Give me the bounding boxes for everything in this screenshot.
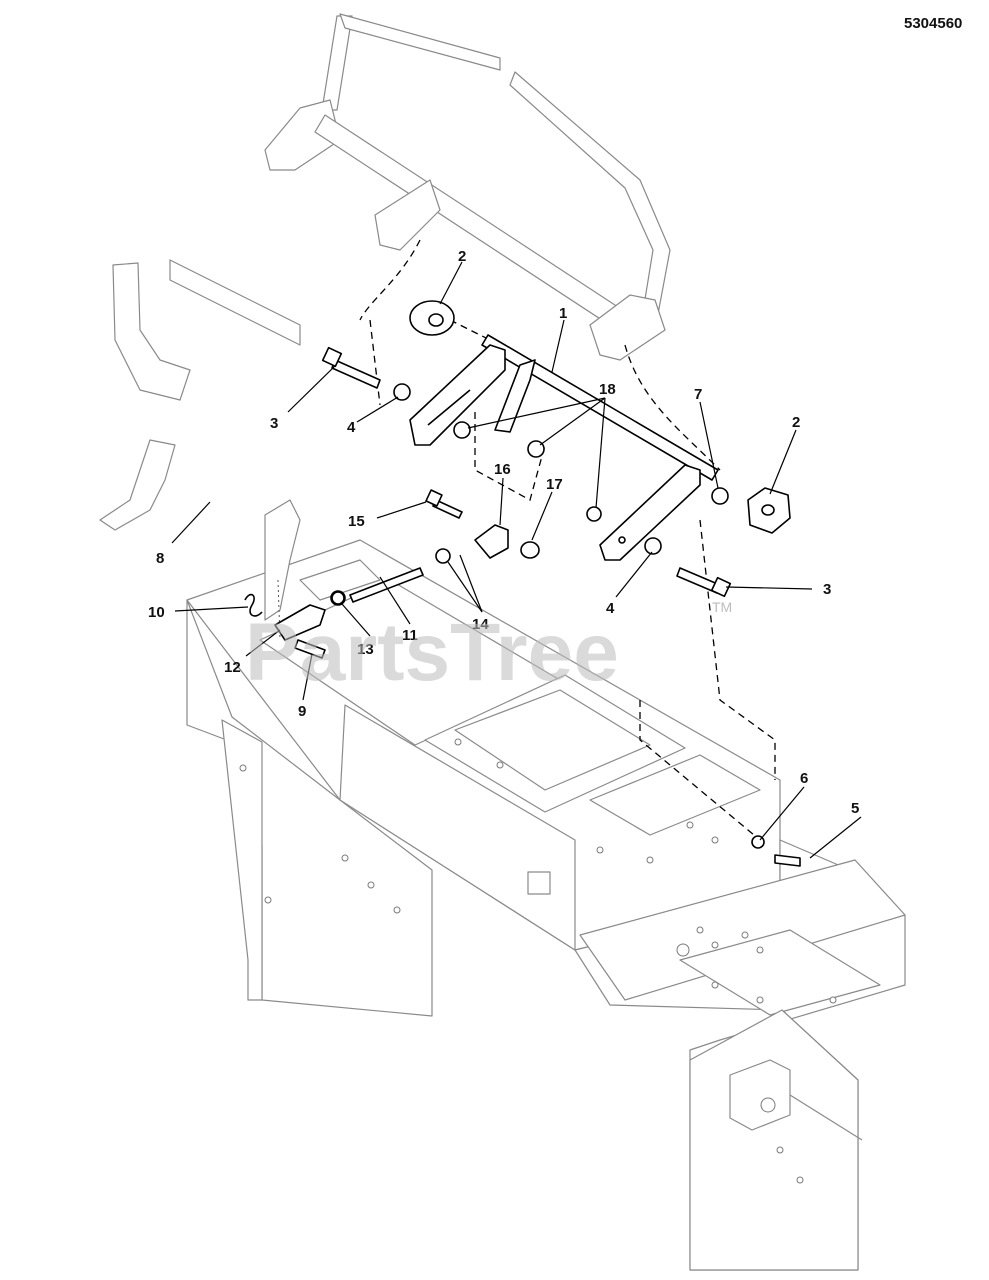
handle-top-bar <box>339 13 501 71</box>
callout-2a: 2 <box>458 248 466 265</box>
part-12-clevis <box>274 604 326 641</box>
part-13-nut <box>331 591 345 605</box>
part-17-washer <box>520 541 540 559</box>
callout-9: 9 <box>298 703 306 720</box>
part-16-rod-end <box>474 524 509 559</box>
part-2-right-bore <box>761 504 775 516</box>
frame-square-cutout <box>527 871 551 895</box>
mower-frame <box>186 539 906 1271</box>
part-3-left-bolt <box>331 359 381 389</box>
frame-rear-plate <box>579 859 906 1001</box>
watermark: PartsTree <box>245 607 619 698</box>
part-3-right-head <box>710 576 732 598</box>
callout-3a: 3 <box>270 415 278 432</box>
part-9-pin <box>294 639 326 659</box>
handle-left-upright <box>321 15 353 111</box>
dash-line-3a <box>369 319 381 406</box>
part-1-shaft <box>481 334 719 481</box>
frame-left-side-plate <box>186 599 433 1017</box>
part-18-nut-a <box>453 421 471 439</box>
callout-6: 6 <box>800 770 808 787</box>
part-1-slot <box>427 389 471 426</box>
frame-front-face <box>339 704 576 951</box>
leader-lines <box>171 261 862 859</box>
frame-pivot-hole <box>760 1097 776 1113</box>
part-1-hole <box>618 536 626 544</box>
frame-notch <box>299 559 381 601</box>
callout-15: 15 <box>348 513 365 530</box>
drive-lever-bend <box>99 439 176 531</box>
part-5-bolt <box>774 854 801 867</box>
callout-7: 7 <box>694 386 702 403</box>
callout-5: 5 <box>851 800 859 817</box>
callouts: 2 1 2 3 3 4 4 5 6 7 8 9 10 11 12 13 14 1… <box>148 248 859 817</box>
callout-1: 1 <box>559 305 567 322</box>
dash-line-right <box>624 344 721 471</box>
part-14-nut-a <box>435 548 451 564</box>
diagram-number: 5304560 <box>904 15 963 32</box>
callout-4b: 4 <box>606 600 615 617</box>
part-3-left-head <box>321 346 343 368</box>
callout-17: 17 <box>546 476 563 493</box>
frame-holes <box>239 738 837 1184</box>
part-18-washer <box>586 506 602 522</box>
callout-13: 13 <box>357 641 374 658</box>
drive-lever-plate <box>264 499 301 621</box>
handle-right-cradle <box>589 294 666 361</box>
part-4-right-nut <box>644 537 662 555</box>
dash-line-2a <box>359 239 421 321</box>
callout-8: 8 <box>156 550 164 567</box>
part-1-mid-arm <box>494 359 536 433</box>
part-7-spacer <box>711 487 729 505</box>
part-1-right-arm <box>599 464 701 561</box>
callout-16: 16 <box>494 461 511 478</box>
callout-4a: 4 <box>347 419 356 436</box>
part-11-threaded-rod <box>349 567 424 603</box>
callout-3b: 3 <box>823 581 831 598</box>
callout-2b: 2 <box>792 414 800 431</box>
callout-10: 10 <box>148 604 165 621</box>
dash-line-5 <box>639 700 761 841</box>
frame-mid-panel-inner <box>454 689 651 791</box>
frame-left-flange <box>221 719 263 1001</box>
watermark-trademark: TM <box>712 599 732 615</box>
frame-rear-slot <box>679 929 881 1016</box>
callout-11: 11 <box>402 627 418 644</box>
callout-18: 18 <box>599 381 616 398</box>
part-4-left-nut <box>393 383 411 401</box>
drive-lever <box>99 259 301 621</box>
dash-line-3b <box>699 519 776 780</box>
part-2-left-bore <box>428 313 444 327</box>
handle-assembly <box>264 13 671 361</box>
drive-lever-shaft <box>169 259 301 346</box>
frame-rod <box>789 1094 863 1141</box>
callout-12: 12 <box>224 659 241 676</box>
part-15-head <box>425 489 443 507</box>
dash-line-bushing <box>449 319 491 341</box>
handle-left-cradle <box>374 179 441 251</box>
frame-pivot-block <box>729 1059 791 1131</box>
drive-lever-arm <box>112 262 191 401</box>
parts <box>244 300 801 867</box>
callout-14: 14 <box>472 616 489 633</box>
frame-rear-leg <box>689 1009 859 1271</box>
frame-slot-panel <box>589 754 761 836</box>
part-10-clip <box>244 593 263 617</box>
